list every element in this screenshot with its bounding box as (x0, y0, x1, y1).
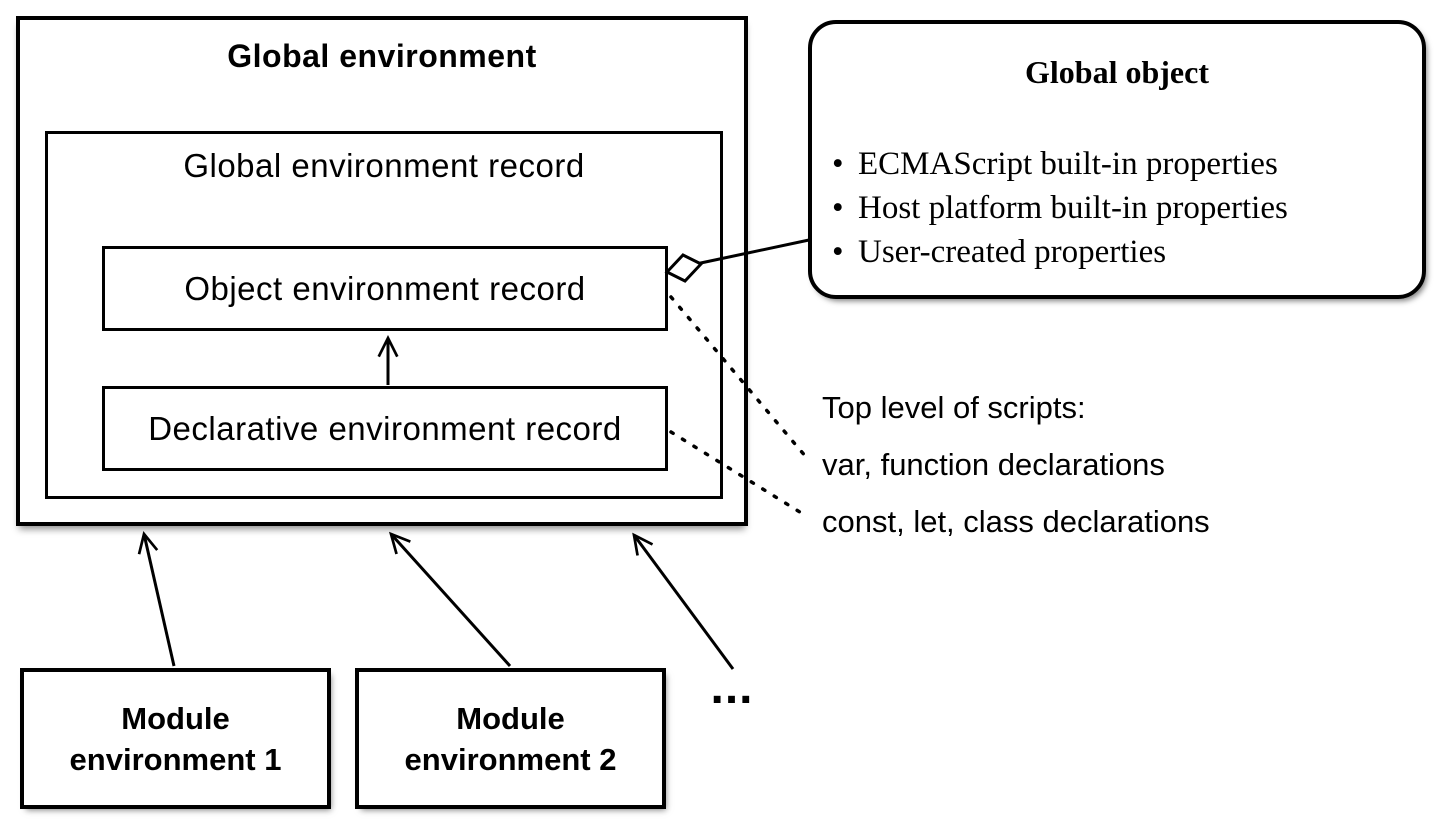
bullet-label: User-created properties (858, 234, 1167, 270)
bullet-item: • ECMAScript built-in properties (832, 142, 1288, 186)
module-environment-2-box: Module environment 2 (355, 668, 666, 809)
declarative-environment-record-box: Declarative environment record (102, 386, 668, 471)
object-environment-record-label: Object environment record (184, 269, 586, 307)
more-modules-ellipsis: ... (710, 661, 754, 714)
module-ellipsis-arrow (632, 532, 735, 670)
declarative-environment-record-label: Declarative environment record (148, 409, 622, 447)
global-object-box: Global object • ECMAScript built-in prope… (808, 20, 1426, 299)
module-environment-1-box: Module environment 1 (20, 668, 331, 809)
object-environment-record-box: Object environment record (102, 246, 668, 331)
scripts-note-var-line: var, function declarations (822, 447, 1165, 482)
bullet-icon: • (832, 146, 844, 182)
bullet-item: • User-created properties (832, 230, 1288, 274)
module-environment-1-line2: environment 1 (69, 741, 282, 777)
global-object-bullet-list: • ECMAScript built-in properties • Host pl… (832, 142, 1288, 274)
bullet-item: • Host platform built-in properties (832, 186, 1288, 230)
module-environment-2-line2: environment 2 (404, 741, 617, 777)
module-environment-1-line1: Module (121, 700, 230, 736)
bullet-icon: • (832, 190, 844, 226)
global-object-title: Global object (1025, 54, 1209, 90)
global-environment-record-title: Global environment record (183, 147, 585, 184)
module-environment-2-line1: Module (456, 700, 565, 736)
module-1-arrow (137, 531, 176, 667)
module-2-arrow (388, 531, 512, 668)
scripts-note-const-line: const, let, class declarations (822, 504, 1210, 539)
bullet-label: Host platform built-in properties (858, 190, 1288, 226)
global-environment-box (16, 16, 748, 526)
bullet-label: ECMAScript built-in properties (858, 146, 1278, 182)
bullet-icon: • (832, 234, 844, 270)
global-environment-title: Global environment (227, 38, 537, 74)
scripts-note-heading: Top level of scripts: (822, 390, 1086, 425)
